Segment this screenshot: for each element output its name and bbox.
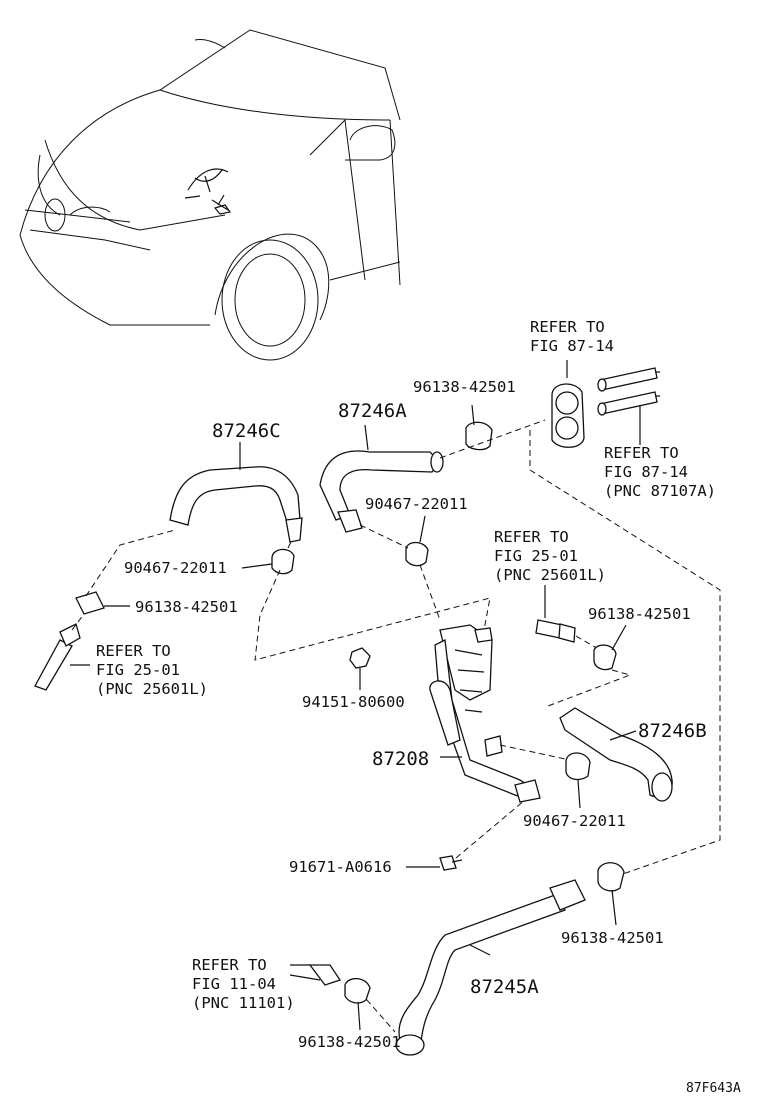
- label-90467-left: 90467-22011: [124, 559, 227, 577]
- label-96138-left: 96138-42501: [135, 598, 238, 616]
- ref-87-14-right-line1: REFER TO: [604, 444, 679, 462]
- label-91671: 91671-A0616: [289, 858, 392, 876]
- label-96138-lower-right: 96138-42501: [561, 929, 664, 947]
- ref-25-01-left-line2: FIG 25-01: [96, 661, 180, 679]
- label-90467-center: 90467-22011: [365, 495, 468, 513]
- label-87246c: 87246C: [212, 420, 281, 442]
- label-96138-center: 96138-42501: [588, 605, 691, 623]
- ref-11-04-line2: FIG 11-04: [192, 975, 276, 993]
- vehicle-illustration: [19, 29, 401, 361]
- ref-11-04-line1: REFER TO: [192, 956, 267, 974]
- label-87246b: 87246B: [638, 720, 707, 742]
- ref-87-14-top-line1: REFER TO: [530, 318, 605, 336]
- leader-lines: [34, 360, 721, 1056]
- ref-87-14-top-line2: FIG 87-14: [530, 337, 614, 355]
- ref-87-14-right-line2: FIG 87-14: [604, 463, 688, 481]
- ref-87-14-right-line3: (PNC 87107A): [604, 482, 716, 500]
- part-labels: 87246C 87246A 87246B 87208 87245A 96138-…: [96, 318, 741, 1096]
- ref-11-04-line3: (PNC 11101): [192, 994, 295, 1012]
- ref-25-01-center-line2: FIG 25-01: [494, 547, 578, 565]
- label-87245a: 87245A: [470, 976, 539, 998]
- label-94151: 94151-80600: [302, 693, 405, 711]
- ref-25-01-center-line3: (PNC 25601L): [494, 566, 606, 584]
- label-96138-top: 96138-42501: [413, 378, 516, 396]
- label-87208: 87208: [372, 748, 429, 770]
- ref-25-01-center-line1: REFER TO: [494, 528, 569, 546]
- label-96138-lower-left: 96138-42501: [298, 1033, 401, 1051]
- figure-code: 87F643A: [686, 1081, 741, 1096]
- label-87246a: 87246A: [338, 400, 407, 422]
- label-90467-lower: 90467-22011: [523, 812, 626, 830]
- ref-25-01-left-line3: (PNC 25601L): [96, 680, 208, 698]
- ref-25-01-left-line1: REFER TO: [96, 642, 171, 660]
